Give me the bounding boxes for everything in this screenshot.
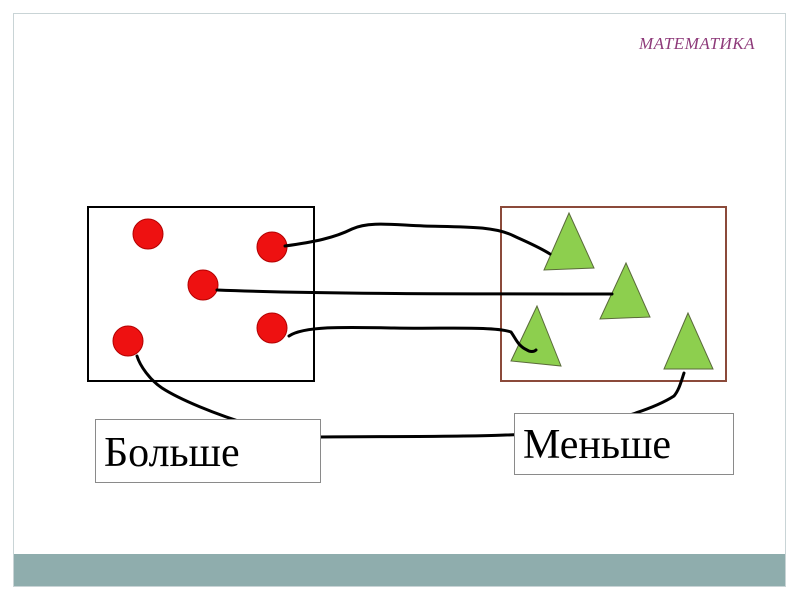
connector-line [215, 288, 614, 296]
red-circle [256, 312, 288, 344]
subject-title: МАТЕМАТИКА [638, 34, 755, 53]
connector-line [287, 325, 538, 353]
slide: МАТЕМАТИКА Больше Меньше [13, 13, 786, 587]
connector-line [283, 222, 552, 256]
red-circle [132, 218, 164, 250]
green-triangle [663, 311, 714, 370]
less-label: Меньше [514, 413, 734, 475]
more-label: Больше [95, 419, 321, 483]
green-triangle [510, 304, 562, 367]
red-circle [187, 269, 219, 301]
red-circle [256, 231, 288, 263]
footer-bar [14, 554, 785, 586]
green-triangle [543, 211, 595, 271]
green-triangle [599, 261, 651, 320]
connector-line [135, 354, 686, 439]
matching-diagram [87, 206, 727, 439]
red-circle [112, 325, 144, 357]
